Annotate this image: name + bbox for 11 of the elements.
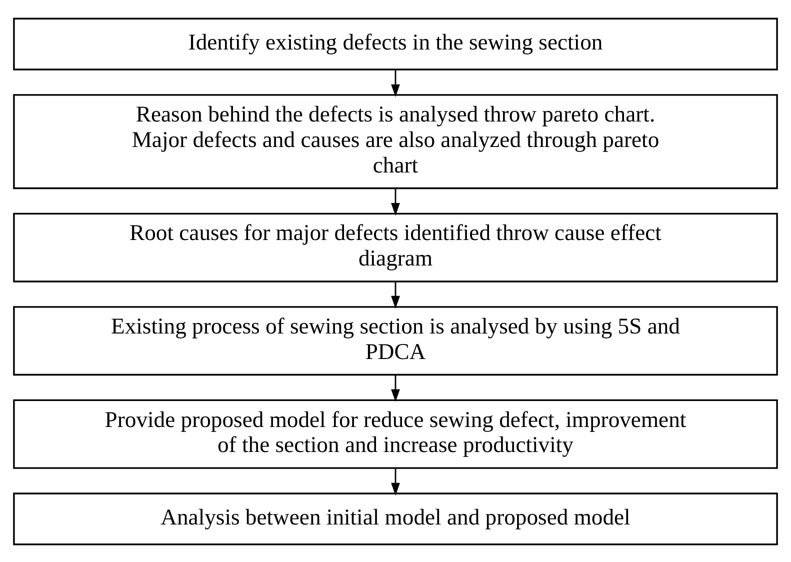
node-box: Analysis between initial model and proposed model — [13, 492, 778, 545]
node-box: Root causes for major defects identified throw cause effect diagram — [13, 212, 778, 282]
node-box: Reason behind the defects is analysed throw pareto chart. Major defects and causes are also analyzed through pareto chart — [13, 94, 778, 189]
arrow — [391, 281, 400, 308]
arrow — [391, 374, 400, 402]
node-box: Provide proposed model for reduce sewing defect, improvement of the section and increase productivity — [13, 398, 778, 468]
node-box: Identify existing defects in the sewing section — [13, 17, 778, 70]
arrow — [391, 69, 400, 97]
node-box: Existing process of sewing section is analysed by using 5S and PDCA — [13, 306, 778, 376]
arrow — [391, 468, 400, 496]
arrow — [391, 188, 400, 216]
